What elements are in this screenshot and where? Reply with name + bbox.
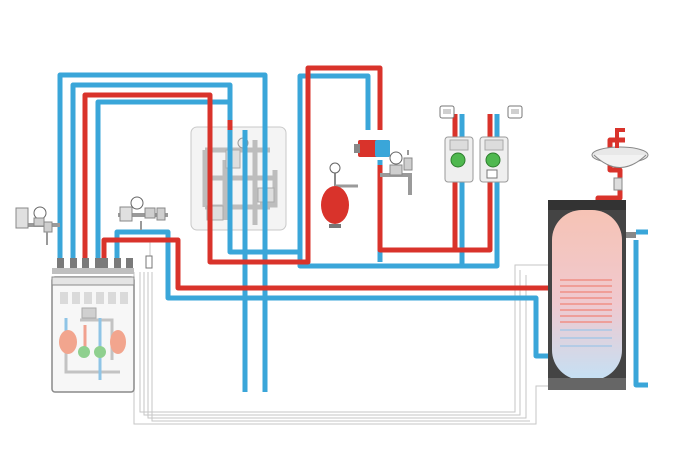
thermostat-left [439,105,455,119]
safety-valve-group-center [118,196,168,230]
thermostat-right [507,105,523,119]
manifold [354,140,390,157]
pump-group-left [444,136,474,183]
safety-valve-group-right [380,150,413,195]
heating-coil [560,279,612,323]
expansion-vessel [321,162,358,228]
safety-valve-group-left [15,206,60,245]
hydraulic-separator-panel [190,126,287,231]
boiler-unit [51,276,135,393]
pump-group-right [479,136,509,183]
boiler-connections [52,258,134,274]
indirect-water-heater-tank [548,200,636,390]
temperature-sensor [145,255,153,269]
wash-basin-tap [591,128,649,191]
